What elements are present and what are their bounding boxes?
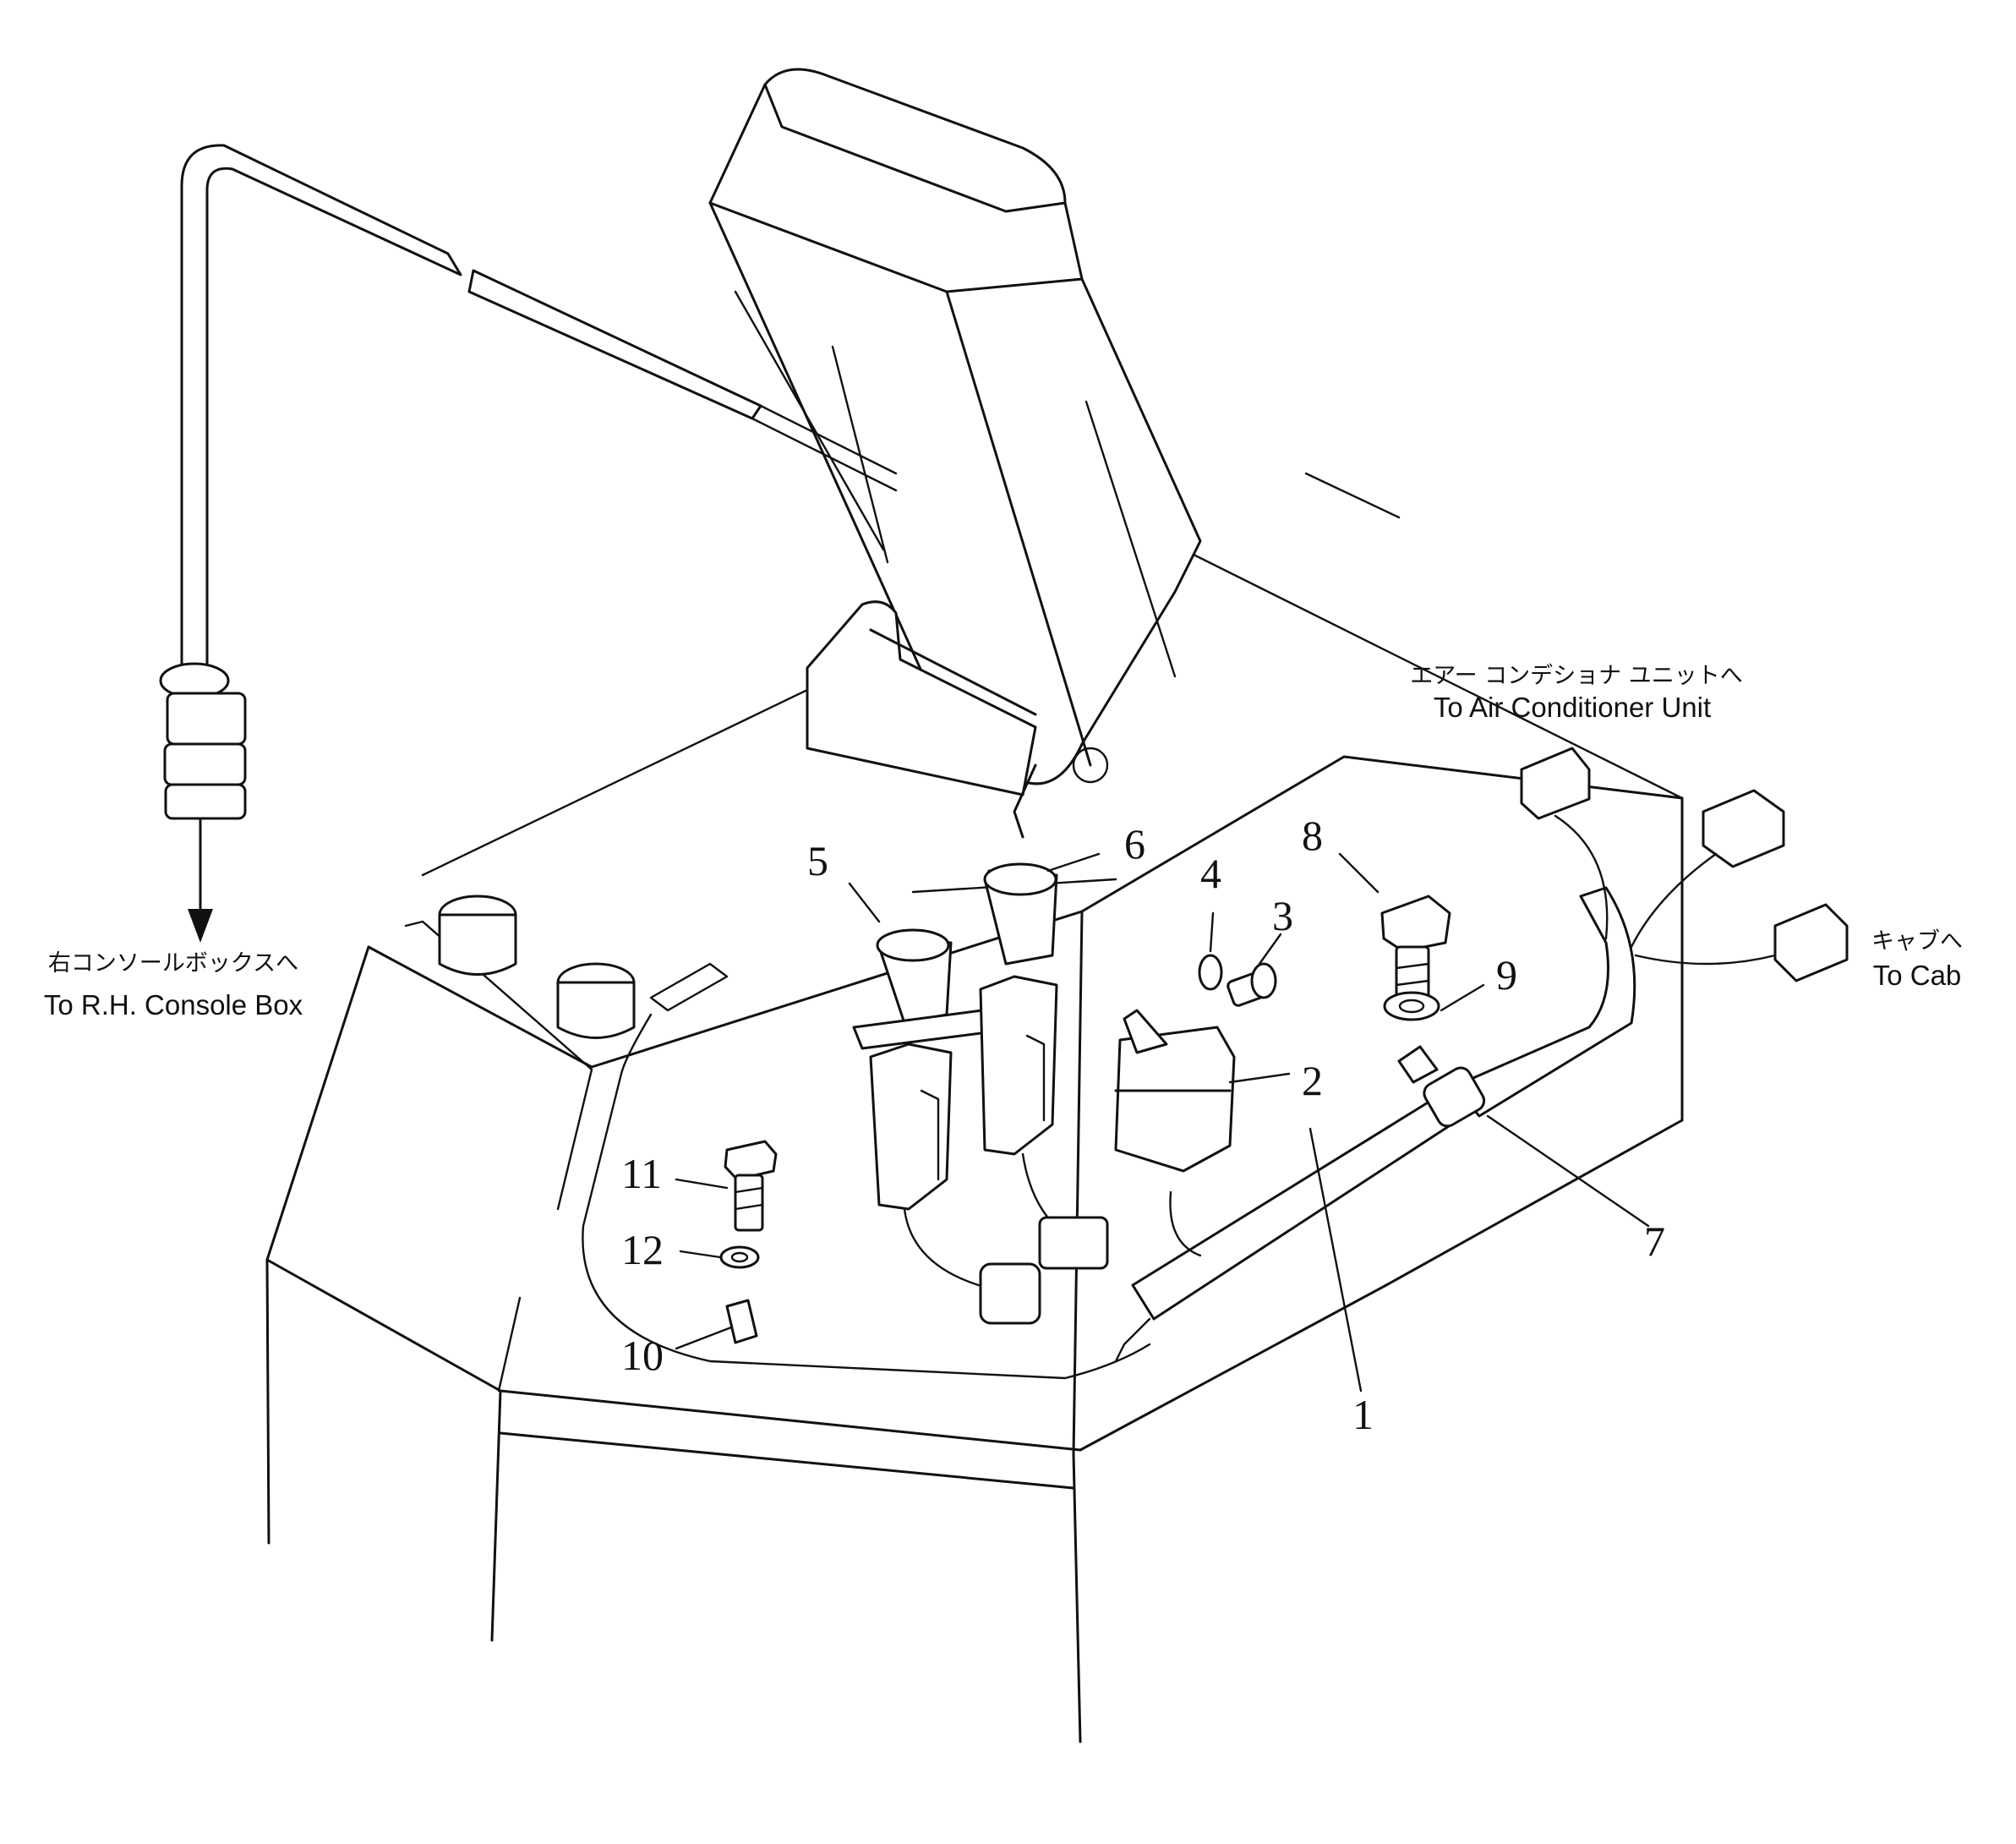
cab-label-jp: キャブへ: [1871, 928, 1963, 955]
relay-2: [1114, 1009, 1236, 1173]
callout-1: 1: [1352, 1391, 1374, 1438]
callout-9: 9: [1496, 951, 1517, 999]
callout-5: 5: [807, 837, 828, 884]
washer-12: [719, 1245, 760, 1269]
callout-7: 7: [1644, 1217, 1665, 1265]
callout-4: 4: [1200, 850, 1221, 897]
cable-to-console: [159, 144, 898, 943]
console-top-items: [438, 895, 1151, 1380]
switch-6: [979, 862, 1109, 1325]
clip-10: [725, 1299, 758, 1344]
console-box-label-en: To R.H. Console Box: [44, 989, 303, 1020]
console-body: [265, 472, 1684, 1743]
callout-3: 3: [1272, 892, 1293, 939]
washer-9: [1383, 991, 1440, 1021]
washer-4: [1198, 954, 1223, 991]
switch-5: [852, 928, 1029, 1295]
cab-label-en: To Cab: [1873, 960, 1962, 991]
connectors-right: [1520, 747, 1849, 982]
air-conditioner-label-en: To Air Conditioner Unit: [1434, 692, 1711, 723]
screw-3: [1227, 962, 1277, 1007]
callout-2: 2: [1302, 1057, 1323, 1104]
callout-8: 8: [1302, 812, 1323, 859]
callout-6: 6: [1124, 820, 1145, 867]
console-box-label-jp: 右コンソールボックスへ: [48, 950, 298, 977]
destination-labels: エアー コンデショナ ユニットへ To Air Conditioner Unit…: [44, 663, 1963, 1020]
callout-12: 12: [621, 1226, 664, 1273]
seat-back: [708, 68, 1202, 839]
callout-10: 10: [621, 1332, 664, 1379]
bolt-11: [724, 1140, 778, 1232]
callout-11: 11: [621, 1150, 662, 1197]
air-conditioner-label-jp: エアー コンデショナ ユニットへ: [1410, 663, 1743, 689]
leader-lines: [675, 852, 1650, 1393]
callout-numbers: 1 2 3 4 5 6 7 8 9 10 11 12: [621, 812, 1665, 1438]
harness: [1114, 886, 1636, 1363]
